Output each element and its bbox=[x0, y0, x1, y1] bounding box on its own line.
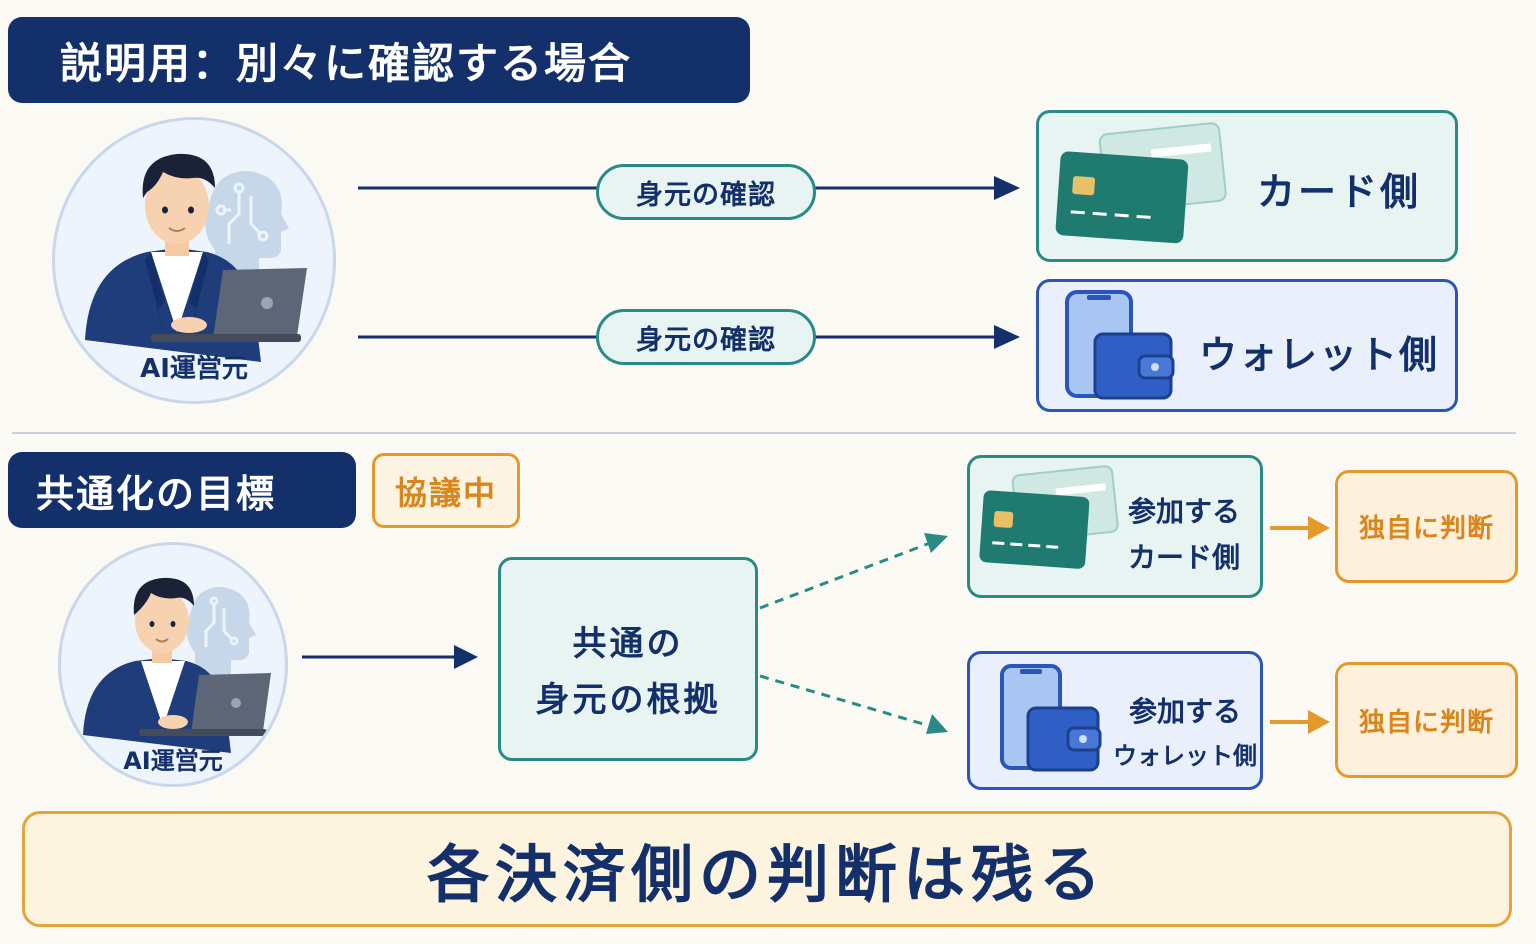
credit-card-icon bbox=[979, 465, 1119, 569]
participating-wallet-line2: ウォレット側 bbox=[1113, 742, 1257, 770]
participating-card-line1: 参加する bbox=[1127, 495, 1240, 528]
participating-wallet-box: 参加する ウォレット側 bbox=[967, 651, 1263, 790]
verify-pill-card: 身元の確認 bbox=[596, 164, 816, 220]
section1-title: 説明用：別々に確認する場合 bbox=[8, 17, 750, 103]
wallet-side-label: ウォレット側 bbox=[1198, 333, 1439, 377]
arrow-head-wallet-judgment bbox=[1308, 710, 1330, 734]
operator-illustration-icon bbox=[83, 577, 271, 753]
wallet-side-box: ウォレット側 bbox=[1036, 279, 1458, 412]
conclusion-banner: 各決済側の判断は残る bbox=[22, 811, 1512, 927]
arrow-head-card-judgment bbox=[1308, 516, 1330, 540]
section2-title: 共通化の目標 bbox=[8, 452, 356, 528]
dashed-arrow-head-card bbox=[924, 533, 948, 553]
verify-pill-wallet: 身元の確認 bbox=[596, 309, 816, 365]
card-side-label: カード側 bbox=[1256, 170, 1421, 214]
section-divider bbox=[12, 432, 1516, 434]
arrow-head-wallet bbox=[994, 325, 1020, 349]
common-basis-line2: 身元の根拠 bbox=[535, 680, 721, 720]
arrow-head-common-basis bbox=[454, 645, 478, 669]
phone-wallet-icon bbox=[1000, 664, 1102, 772]
own-judgment-card-box: 独自に判断 bbox=[1335, 470, 1518, 583]
dashed-arrow-to-wallet bbox=[759, 674, 931, 728]
operator-avatar-2: AI運営元 bbox=[58, 542, 288, 787]
common-basis-line1: 共通の bbox=[572, 624, 684, 664]
operator-label-1: AI運営元 bbox=[140, 354, 248, 384]
dashed-arrow-head-wallet bbox=[926, 714, 948, 734]
operator-illustration-icon bbox=[85, 153, 307, 362]
arrow-head-card bbox=[994, 176, 1020, 200]
operator-avatar-1: AI運営元 bbox=[52, 117, 336, 404]
operator-label-2: AI運営元 bbox=[123, 747, 223, 775]
dashed-arrow-to-card bbox=[759, 541, 931, 610]
common-basis-box: 共通の 身元の根拠 bbox=[498, 557, 758, 761]
participating-wallet-line1: 参加する bbox=[1128, 695, 1241, 728]
credit-card-icon bbox=[1055, 122, 1227, 244]
participating-card-line2: カード側 bbox=[1127, 541, 1240, 574]
participating-card-box: 参加する カード側 bbox=[967, 455, 1263, 598]
status-badge: 協議中 bbox=[372, 453, 520, 528]
card-side-box: カード側 bbox=[1036, 110, 1458, 262]
phone-wallet-icon bbox=[1065, 290, 1175, 400]
own-judgment-wallet-box: 独自に判断 bbox=[1335, 662, 1518, 778]
